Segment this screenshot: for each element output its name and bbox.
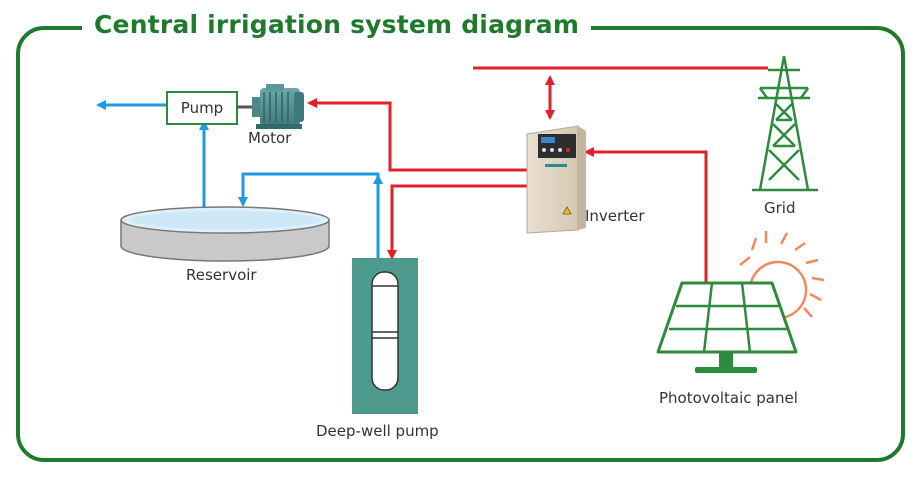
reservoir-icon: [120, 206, 330, 262]
pv-to-inverter-arrow: [584, 147, 708, 283]
photovoltaic-panel-label: Photovoltaic panel: [659, 389, 798, 407]
pv-panel-icon: [656, 281, 798, 373]
motor-icon: [252, 84, 304, 129]
reservoir-label: Reservoir: [186, 266, 257, 284]
deep-well-pump-label: Deep-well pump: [316, 422, 439, 440]
inverter-to-deepwell-arrow: [387, 184, 527, 260]
motor-label: Motor: [248, 129, 292, 147]
inverter-to-motor-arrow: [307, 98, 527, 172]
grid-tower-icon: [752, 55, 818, 192]
grid-label: Grid: [764, 199, 796, 217]
inverter-label: Inverter: [585, 207, 645, 225]
diagram-title: Central irrigation system diagram: [82, 8, 592, 42]
inverter-icon: [526, 125, 586, 234]
deep-well-icon: [352, 258, 418, 414]
pump-label: Pump: [180, 99, 224, 117]
pump-box: [166, 91, 238, 125]
